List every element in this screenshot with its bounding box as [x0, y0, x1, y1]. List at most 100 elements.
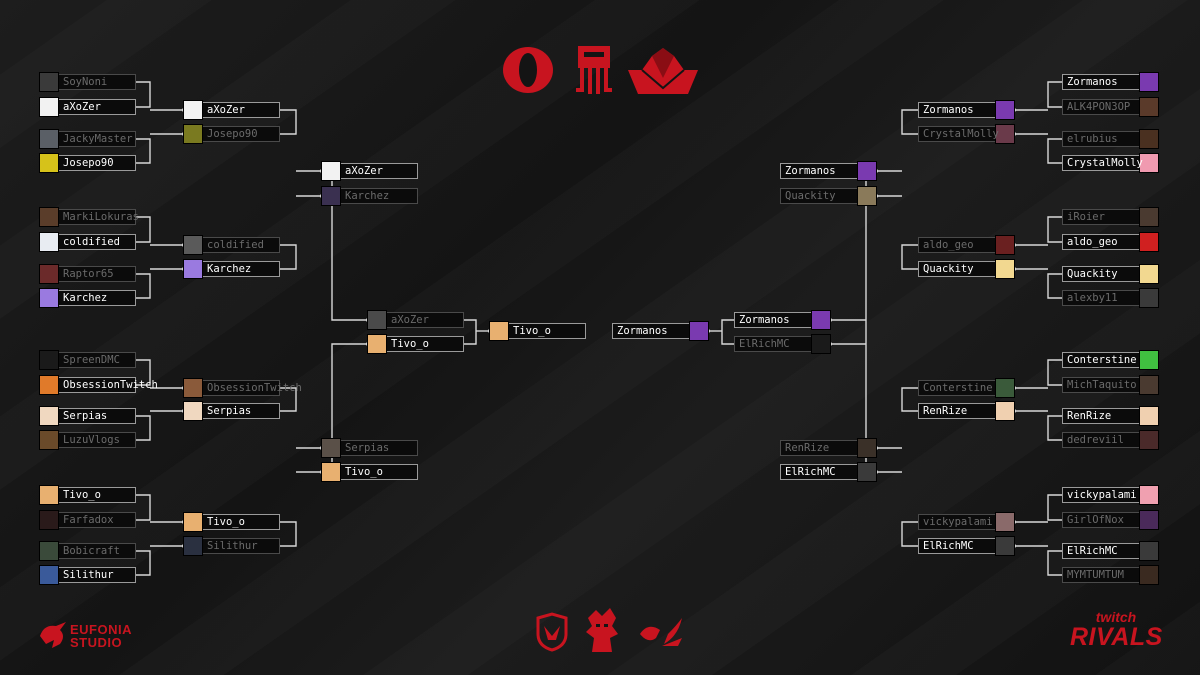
player-name: ObsessionTwitch	[63, 379, 158, 391]
bracket-connector	[901, 109, 918, 135]
player-slot[interactable]: ObsessionTwitch	[39, 375, 158, 395]
player-skin-avatar	[995, 100, 1015, 120]
player-slot[interactable]: coldified	[183, 235, 280, 255]
player-slot[interactable]: Quackity	[918, 259, 1015, 279]
player-slot[interactable]: coldified	[39, 232, 136, 252]
player-slot[interactable]: aXoZer	[321, 161, 418, 181]
player-slot[interactable]: dedreviil	[1062, 430, 1159, 450]
player-slot[interactable]: ElRichMC	[734, 334, 831, 354]
player-slot[interactable]: alexby11	[1062, 288, 1159, 308]
player-skin-avatar	[183, 378, 203, 398]
player-slot[interactable]: Zormanos	[1062, 72, 1159, 92]
player-slot[interactable]: LuzuVlogs	[39, 430, 136, 450]
player-slot[interactable]: MarkiLokuras	[39, 207, 139, 227]
player-slot[interactable]: Conterstine	[918, 378, 1015, 398]
brand-right-line1: twitch	[1095, 609, 1137, 625]
player-slot[interactable]: Zormanos	[780, 161, 877, 181]
player-slot[interactable]: Zormanos	[734, 310, 831, 330]
player-slot[interactable]: Josepo90	[183, 124, 280, 144]
player-name: aldo_geo	[1067, 236, 1118, 248]
player-slot[interactable]: Tivo_o	[39, 485, 136, 505]
player-skin-avatar	[39, 232, 59, 252]
player-slot[interactable]: Bobicraft	[39, 541, 136, 561]
player-slot[interactable]: Tivo_o	[489, 321, 586, 341]
player-slot[interactable]: aldo_geo	[918, 235, 1015, 255]
player-slot[interactable]: Raptor65	[39, 264, 136, 284]
bracket-connector	[136, 494, 151, 521]
player-name: ALK4PON3OP	[1067, 101, 1131, 113]
bracket-connector	[464, 319, 477, 345]
player-slot[interactable]: ElRichMC	[780, 462, 877, 482]
player-name: Silithur	[63, 569, 114, 581]
player-skin-avatar	[1139, 350, 1159, 370]
bracket-connector	[136, 550, 151, 576]
player-name: RenRize	[923, 405, 968, 417]
player-slot[interactable]: Josepo90	[39, 153, 136, 173]
paper-boat-icon	[628, 48, 698, 94]
player-skin-avatar	[321, 186, 341, 206]
player-slot[interactable]: Zormanos	[612, 321, 709, 341]
player-name: aXoZer	[345, 165, 383, 177]
player-slot[interactable]: SpreenDMC	[39, 350, 136, 370]
player-slot[interactable]: ObsessionTwitch	[183, 378, 302, 398]
player-slot[interactable]: CrystalMolly	[1062, 153, 1159, 173]
player-slot[interactable]: GirlOfNox	[1062, 510, 1159, 530]
player-slot[interactable]: RenRize	[780, 438, 877, 458]
bracket-connector	[1047, 273, 1062, 299]
player-slot[interactable]: Karchez	[321, 186, 418, 206]
player-slot[interactable]: aXoZer	[367, 310, 464, 330]
player-slot[interactable]: Serpias	[321, 438, 418, 458]
bracket-connector	[331, 343, 368, 448]
player-slot[interactable]: vickypalami	[1062, 485, 1159, 505]
player-name: aXoZer	[63, 101, 101, 113]
player-slot[interactable]: RenRize	[1062, 406, 1159, 426]
player-slot[interactable]: Tivo_o	[367, 334, 464, 354]
player-slot[interactable]: Quackity	[780, 186, 877, 206]
player-slot[interactable]: aXoZer	[183, 100, 280, 120]
player-name: Raptor65	[63, 268, 114, 280]
player-slot[interactable]: Karchez	[39, 288, 136, 308]
player-slot[interactable]: ElRichMC	[1062, 541, 1159, 561]
player-slot[interactable]: MYMTUMTUM	[1062, 565, 1159, 585]
shield-fox-icon	[536, 612, 568, 652]
bracket-connector	[901, 387, 918, 412]
player-name: Quackity	[785, 190, 836, 202]
player-slot[interactable]: Serpias	[39, 406, 136, 426]
player-name: CrystalMolly	[923, 128, 999, 140]
bracket-connector	[1047, 494, 1062, 521]
player-slot[interactable]: Farfadox	[39, 510, 136, 530]
player-name: Zormanos	[1067, 76, 1118, 88]
twitch-rivals-logo: twitch RIVALS	[1070, 610, 1162, 650]
player-slot[interactable]: RenRize	[918, 401, 1015, 421]
player-skin-avatar	[857, 186, 877, 206]
player-slot[interactable]: vickypalami	[918, 512, 1015, 532]
player-slot[interactable]: Tivo_o	[183, 512, 280, 532]
player-slot[interactable]: CrystalMolly	[918, 124, 1015, 144]
player-slot[interactable]: Serpias	[183, 401, 280, 421]
player-slot[interactable]: Zormanos	[918, 100, 1015, 120]
bracket-connector	[280, 109, 297, 135]
player-name: JackyMaster	[63, 133, 133, 145]
player-slot[interactable]: Tivo_o	[321, 462, 418, 482]
player-slot[interactable]: ElRichMC	[918, 536, 1015, 556]
bracket-connector	[1047, 216, 1062, 243]
player-slot[interactable]: Karchez	[183, 259, 280, 279]
player-name: Quackity	[923, 263, 974, 275]
player-slot[interactable]: Silithur	[183, 536, 280, 556]
player-skin-avatar	[39, 430, 59, 450]
player-name: GirlOfNox	[1067, 514, 1124, 526]
player-name: LuzuVlogs	[63, 434, 120, 446]
player-slot[interactable]: aXoZer	[39, 97, 136, 117]
player-slot[interactable]: Quackity	[1062, 264, 1159, 284]
player-slot[interactable]: ALK4PON3OP	[1062, 97, 1159, 117]
player-slot[interactable]: JackyMaster	[39, 129, 136, 149]
player-slot[interactable]: SoyNoni	[39, 72, 136, 92]
player-slot[interactable]: elrubius	[1062, 129, 1159, 149]
player-slot[interactable]: Silithur	[39, 565, 136, 585]
player-slot[interactable]: Conterstine	[1062, 350, 1159, 370]
player-skin-avatar	[857, 161, 877, 181]
player-slot[interactable]: iRoier	[1062, 207, 1159, 227]
player-slot[interactable]: MichTaquito	[1062, 375, 1159, 395]
bracket-connector	[136, 81, 151, 108]
player-slot[interactable]: aldo_geo	[1062, 232, 1159, 252]
